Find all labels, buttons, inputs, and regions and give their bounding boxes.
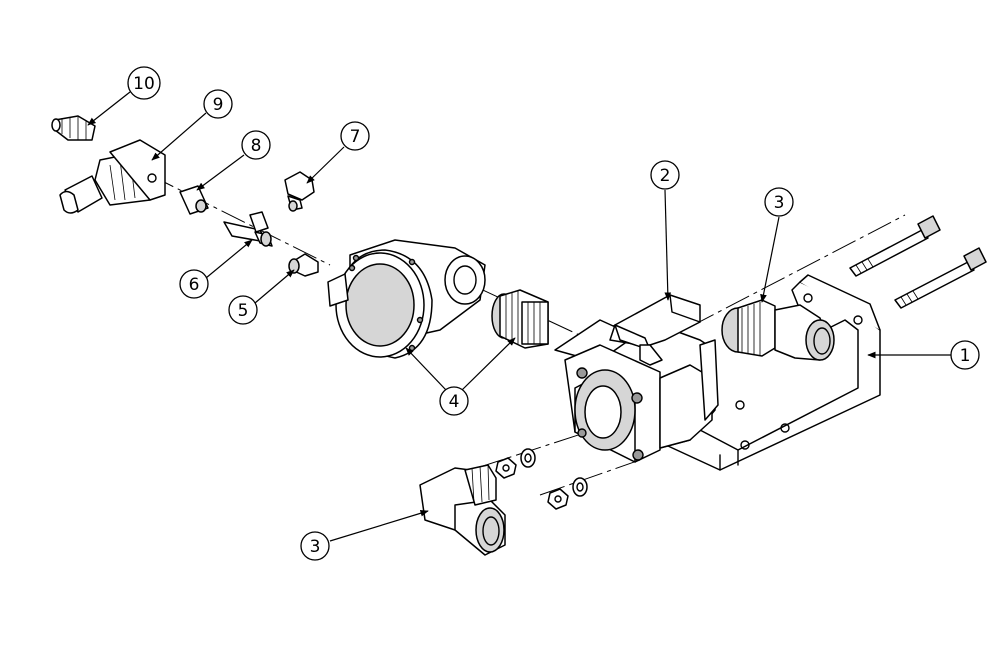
tee-fitting <box>223 211 273 247</box>
hex-nuts-and-washers <box>495 448 588 510</box>
callout-6: 6 <box>179 269 209 299</box>
shutoff-valve <box>59 139 166 214</box>
long-bolt-lower <box>894 247 987 309</box>
svg-text:6: 6 <box>189 275 200 295</box>
hose-barb <box>51 115 96 141</box>
callout-8: 8 <box>241 130 271 160</box>
svg-text:10: 10 <box>133 74 155 94</box>
leader-lines <box>87 91 952 542</box>
elbow-fitting-upper <box>721 299 835 361</box>
callout-9: 9 <box>203 89 233 119</box>
callout-7: 7 <box>340 121 370 151</box>
svg-text:8: 8 <box>251 136 262 156</box>
callout-3-lower: 3 <box>300 531 330 561</box>
elbow-fitting-lower <box>419 464 506 556</box>
svg-text:5: 5 <box>238 301 249 321</box>
bushing <box>288 253 319 277</box>
street-elbow <box>284 171 315 212</box>
pipe-plug <box>179 185 209 215</box>
svg-text:2: 2 <box>660 166 671 186</box>
callout-3-upper: 3 <box>764 187 794 217</box>
svg-text:1: 1 <box>960 346 971 366</box>
svg-text:3: 3 <box>310 537 321 557</box>
svg-text:3: 3 <box>774 193 785 213</box>
gauge-housing <box>327 239 486 359</box>
svg-text:4: 4 <box>449 392 460 412</box>
valve-assembly <box>554 294 719 463</box>
callout-4: 4 <box>439 386 469 416</box>
svg-text:7: 7 <box>350 127 361 147</box>
long-bolt-upper <box>849 215 941 277</box>
callout-5: 5 <box>228 295 258 325</box>
callout-1: 1 <box>950 340 980 370</box>
callout-10: 10 <box>127 66 161 100</box>
callout-2: 2 <box>650 160 680 190</box>
threaded-nipple <box>491 289 549 349</box>
svg-text:9: 9 <box>213 95 224 115</box>
